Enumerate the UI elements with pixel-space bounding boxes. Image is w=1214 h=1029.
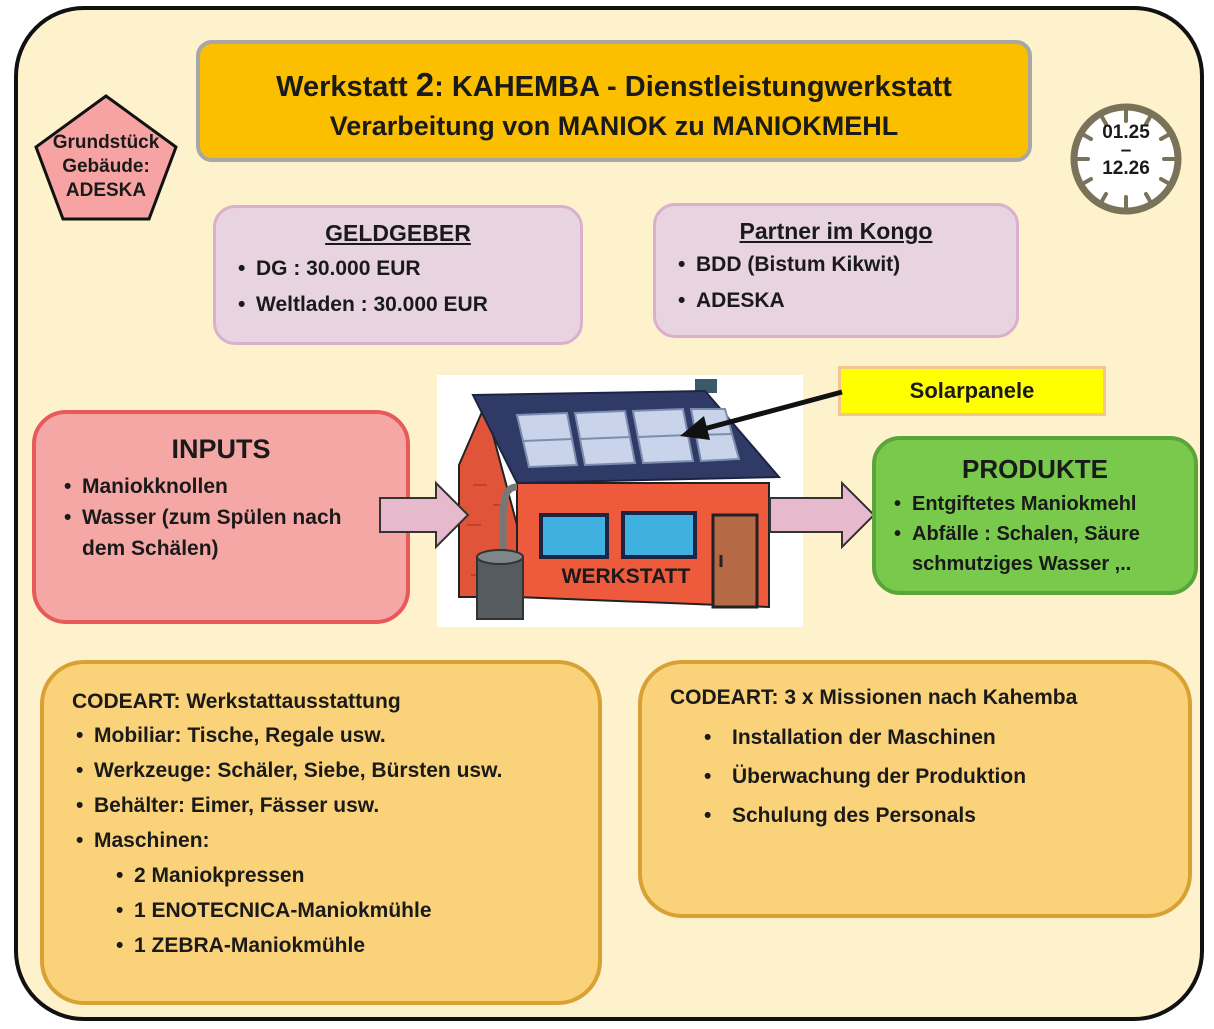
title-prefix: Werkstatt	[276, 71, 416, 103]
partners-list: BDD (Bistum Kikwit) ADESKA	[674, 247, 998, 319]
clock-dash: –	[1120, 140, 1132, 161]
output-arrow-icon	[769, 480, 876, 550]
codeart-equipment-box: CODEART: Werkstattausstattung Mobiliar: …	[40, 660, 602, 1005]
inputs-list: Maniokknollen Wasser (zum Spülen nach de…	[60, 471, 382, 564]
workshop-illustration: WERKSTATT	[437, 375, 803, 627]
funders-box: GELDGEBER DG : 30.000 EUR Weltladen : 30…	[213, 205, 583, 345]
pentagon-line-3: ADESKA	[65, 180, 147, 201]
codeart-missions-heading: CODEART: 3 x Missionen nach Kahemba	[670, 686, 1078, 709]
list-item: Behälter: Eimer, Fässer usw.	[72, 788, 570, 823]
list-item: 1 ENOTECNICA-Maniokmühle	[112, 893, 570, 928]
pentagon-shape	[34, 94, 178, 221]
list-item: 1 ZEBRA-Maniokmühle	[112, 928, 570, 963]
products-heading: PRODUKTE	[962, 454, 1108, 484]
workshop-label: WERKSTATT	[561, 565, 691, 588]
list-item: Mobiliar: Tische, Regale usw.	[72, 718, 570, 753]
property-pentagon: Grundstück Gebäude: ADESKA	[32, 93, 180, 223]
input-arrow-icon	[379, 480, 470, 550]
title-line-1: Werkstatt 2: KAHEMBA - Dienstleistungwer…	[200, 66, 1028, 106]
list-item: Werkzeuge: Schäler, Siebe, Bürsten usw.	[72, 753, 570, 788]
title-number: 2	[415, 66, 435, 103]
house-icon	[437, 375, 803, 627]
title-rest: : KAHEMBA - Dienstleistungwerkstatt	[434, 71, 952, 103]
list-item: Maniokknollen	[60, 471, 382, 502]
inputs-heading: INPUTS	[171, 434, 271, 464]
list-item: Installation der Maschinen	[700, 718, 1160, 757]
title-banner: Werkstatt 2: KAHEMBA - Dienstleistungwer…	[196, 40, 1032, 162]
funders-list: DG : 30.000 EUR Weltladen : 30.000 EUR	[234, 251, 562, 323]
solar-panel-label: Solarpanele	[838, 366, 1106, 416]
pentagon-line-1: Grundstück	[52, 132, 160, 153]
list-item: Entgiftetes Maniokmehl	[890, 489, 1180, 519]
partners-heading: Partner im Kongo	[739, 218, 933, 244]
list-item: BDD (Bistum Kikwit)	[674, 247, 998, 283]
machines-list: 2 Maniokpressen 1 ENOTECNICA-Maniokmühle…	[112, 858, 570, 963]
codeart-missions-box: CODEART: 3 x Missionen nach Kahemba Inst…	[638, 660, 1192, 918]
clock-start: 01.25	[1102, 122, 1150, 143]
timeframe-clock: 01.25 – 12.26	[1058, 102, 1194, 216]
codeart-equipment-heading: CODEART: Werkstattausstattung	[72, 690, 401, 713]
partners-box: Partner im Kongo BDD (Bistum Kikwit) ADE…	[653, 203, 1019, 338]
solar-arrow-icon	[680, 389, 843, 440]
list-item: Wasser (zum Spülen nach dem Schälen)	[60, 502, 382, 564]
pentagon-line-2: Gebäude:	[62, 156, 150, 177]
title-line-2: Verarbeitung von MANIOK zu MANIOKMEHL	[329, 111, 899, 141]
missions-list: Installation der Maschinen Überwachung d…	[700, 718, 1160, 835]
list-item: ADESKA	[674, 283, 998, 319]
pentagon-label: Grundstück Gebäude: ADESKA	[32, 131, 180, 203]
list-item: 2 Maniokpressen	[112, 858, 570, 893]
funders-heading: GELDGEBER	[325, 220, 471, 246]
clock-end: 12.26	[1102, 158, 1150, 179]
inputs-box: INPUTS Maniokknollen Wasser (zum Spülen …	[32, 410, 410, 624]
products-box: PRODUKTE Entgiftetes Maniokmehl Abfälle …	[872, 436, 1198, 595]
list-item: Weltladen : 30.000 EUR	[234, 287, 562, 323]
list-item: DG : 30.000 EUR	[234, 251, 562, 287]
list-item: Maschinen:	[72, 823, 570, 858]
list-item: Abfälle : Schalen, Säure schmutziges Was…	[890, 519, 1180, 579]
list-item: Überwachung der Produktion	[700, 757, 1160, 796]
products-list: Entgiftetes Maniokmehl Abfälle : Schalen…	[890, 489, 1180, 579]
equipment-list: Mobiliar: Tische, Regale usw. Werkzeuge:…	[72, 718, 570, 858]
clock-label: 01.25 – 12.26	[1058, 122, 1194, 180]
clock-icon	[1070, 103, 1182, 215]
list-item: Schulung des Personals	[700, 796, 1160, 835]
